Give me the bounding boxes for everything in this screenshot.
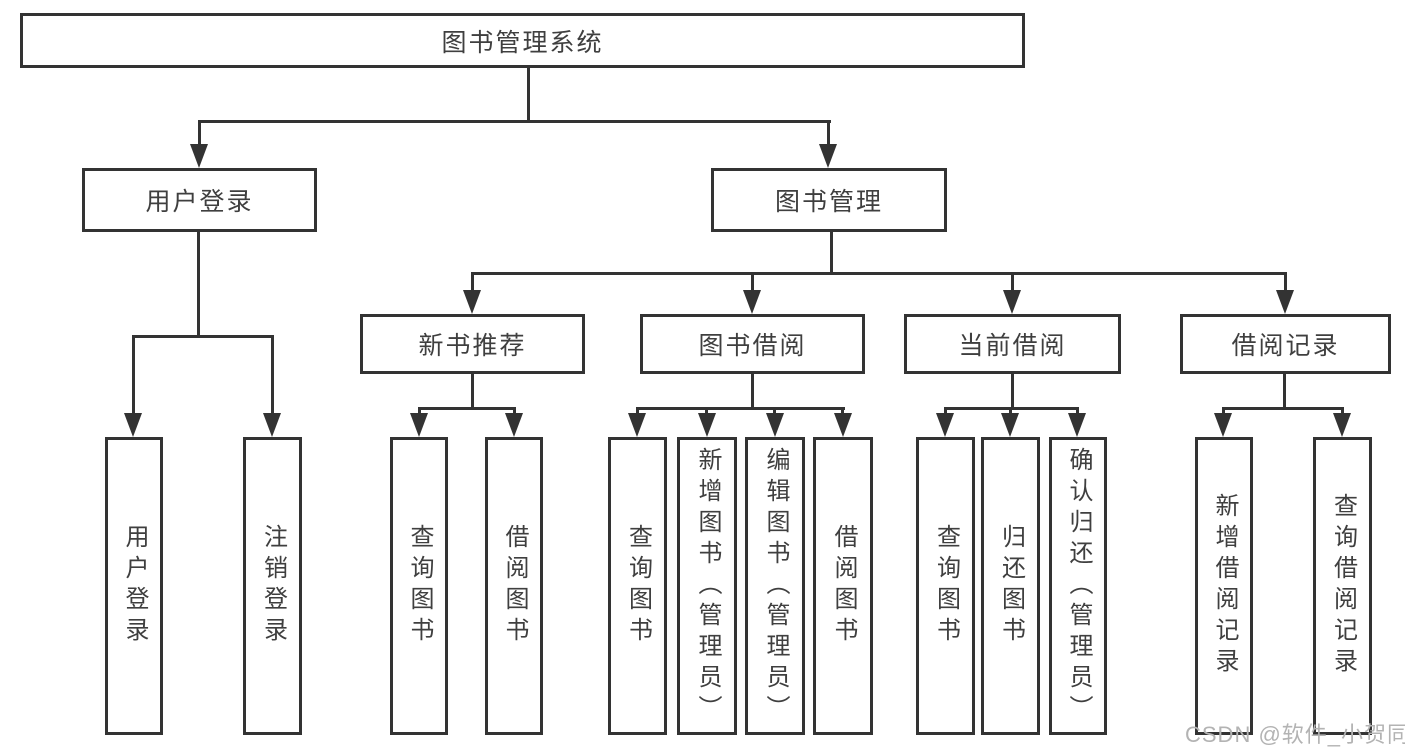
node-borrowing-records: 借阅记录 [1180, 314, 1391, 374]
arrowhead [463, 290, 481, 314]
connector-line [1011, 272, 1014, 292]
leaf-label: 借阅图书 [830, 524, 857, 648]
arrowhead [766, 413, 784, 437]
leaf-borrow-books-recommend: 借阅图书 [485, 437, 543, 735]
connector-line [751, 374, 754, 407]
connector-line [841, 407, 844, 415]
node-library-management-system: 图书管理系统 [20, 13, 1025, 68]
arrowhead [1001, 413, 1019, 437]
leaf-borrow-books: 借阅图书 [813, 437, 873, 735]
connector-line [198, 120, 831, 123]
arrowhead [628, 413, 646, 437]
leaf-label: 注销登录 [259, 524, 287, 648]
connector-line [513, 407, 516, 415]
arrowhead [124, 413, 142, 437]
leaf-add-books-admin: 新增图书（管理员） [677, 437, 737, 735]
node-book-borrowing: 图书借阅 [640, 314, 865, 374]
connector-line [751, 272, 754, 292]
leaf-label: 查询图书 [406, 524, 433, 648]
arrowhead [1276, 290, 1294, 314]
connector-line [271, 335, 274, 415]
node-current-borrowing: 当前借阅 [904, 314, 1121, 374]
leaf-confirm-return-admin: 确认归还（管理员） [1049, 437, 1107, 735]
connector-line [1076, 407, 1079, 415]
connector-line [773, 407, 776, 415]
arrowhead [936, 413, 954, 437]
node-label: 当前借阅 [958, 332, 1067, 360]
connector-line [471, 272, 474, 292]
arrowhead [819, 144, 837, 168]
node-label: 图书借阅 [698, 332, 807, 360]
leaf-label: 归还图书 [997, 524, 1025, 648]
node-label: 图书管理系统 [441, 28, 604, 57]
connector-line [1283, 374, 1286, 407]
leaf-query-books-current: 查询图书 [916, 437, 975, 735]
connector-line [471, 272, 1287, 275]
leaf-label: 新增借阅记录 [1211, 493, 1238, 679]
node-book-management: 图书管理 [711, 168, 947, 232]
node-label: 新书推荐 [418, 332, 527, 360]
arrowhead [1214, 413, 1232, 437]
arrowhead [1003, 290, 1021, 314]
leaf-label: 查询借阅记录 [1329, 493, 1357, 679]
connector-line [132, 335, 274, 338]
leaf-return-books: 归还图书 [981, 437, 1040, 735]
connector-line [1011, 374, 1014, 407]
node-user-login: 用户登录 [82, 168, 317, 232]
node-label: 图书管理 [774, 188, 883, 216]
leaf-add-borrow-record: 新增借阅记录 [1195, 437, 1253, 735]
connector-line [418, 407, 421, 415]
connector-line [830, 232, 833, 272]
connector-line [471, 374, 474, 407]
node-label: 借阅记录 [1231, 332, 1340, 360]
arrowhead [263, 413, 281, 437]
connector-line [944, 407, 947, 415]
connector-line [636, 407, 639, 415]
leaf-user-login: 用户登录 [105, 437, 163, 735]
node-new-book-recommendation: 新书推荐 [360, 314, 585, 374]
connector-line [636, 407, 845, 410]
arrowhead [410, 413, 428, 437]
connector-line [1222, 407, 1343, 410]
arrowhead [1068, 413, 1086, 437]
arrowhead [743, 290, 761, 314]
leaf-label: 用户登录 [121, 524, 148, 648]
connector-line [198, 120, 201, 146]
arrowhead [698, 413, 716, 437]
leaf-label: 借阅图书 [501, 524, 528, 648]
leaf-query-books-recommend: 查询图书 [390, 437, 448, 735]
leaf-label: 查询图书 [624, 524, 652, 648]
arrowhead [505, 413, 523, 437]
connector-line [1284, 272, 1287, 292]
connector-line [418, 407, 516, 410]
connector-line [1009, 407, 1012, 415]
leaf-label: 新增图书（管理员） [694, 446, 721, 726]
connector-line [1341, 407, 1344, 415]
connector-line [132, 335, 135, 415]
leaf-edit-books-admin: 编辑图书（管理员） [745, 437, 805, 735]
connector-line [1222, 407, 1225, 415]
leaf-label: 确认归还（管理员） [1065, 446, 1092, 726]
leaf-label: 查询图书 [932, 524, 960, 648]
arrowhead [1333, 413, 1351, 437]
leaf-query-books-borrowing: 查询图书 [608, 437, 667, 735]
node-label: 用户登录 [145, 188, 254, 216]
leaf-logout: 注销登录 [243, 437, 302, 735]
connector-line [197, 232, 200, 335]
csdn-watermark: CSDN @软件_小贺同学 [1185, 722, 1405, 747]
leaf-query-borrow-record: 查询借阅记录 [1313, 437, 1372, 735]
leaf-label: 编辑图书（管理员） [762, 446, 789, 726]
connector-line [705, 407, 708, 415]
arrowhead [190, 144, 208, 168]
arrowhead [834, 413, 852, 437]
connector-line [527, 68, 530, 120]
connector-line [827, 120, 830, 146]
